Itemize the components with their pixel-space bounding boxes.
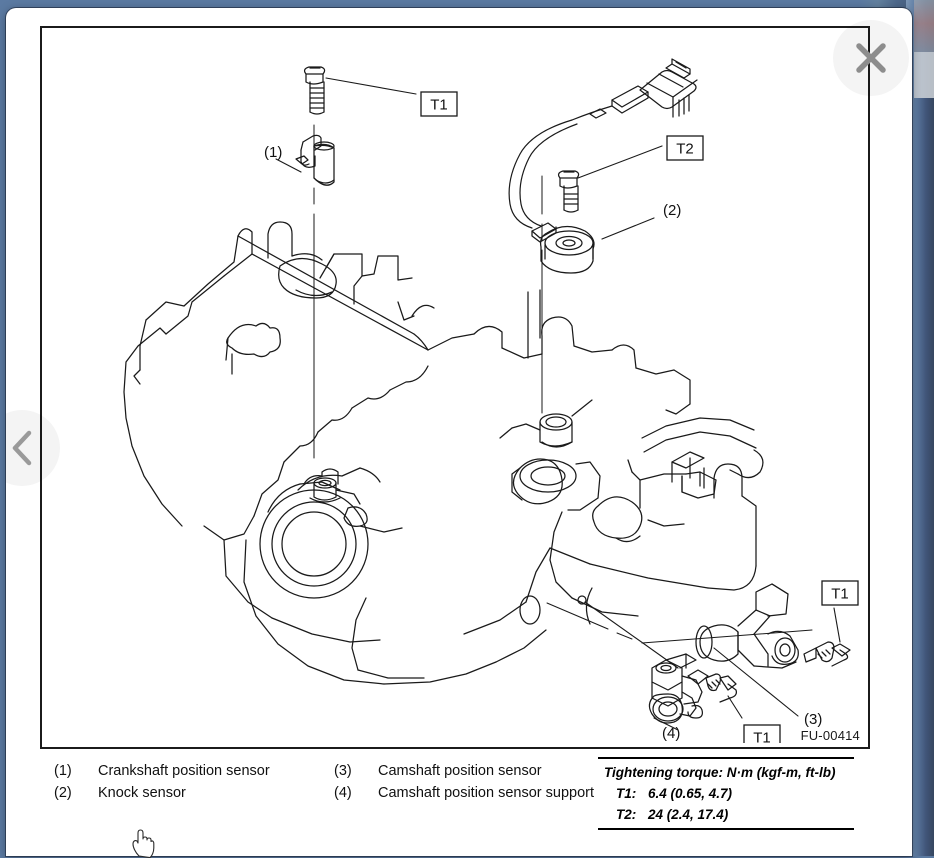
legend-column-right: (3) Camshaft position sensor (4) Camshaf…: [334, 760, 614, 804]
torque-key: T2:: [616, 807, 637, 822]
figure-legend: (1) Crankshaft position sensor (2) Knock…: [40, 757, 866, 830]
table-row: T1: 6.4 (0.65, 4.7): [598, 783, 854, 804]
legend-label: Camshaft position sensor: [378, 763, 542, 779]
legend-column-left: (1) Crankshaft position sensor (2) Knock…: [54, 760, 334, 804]
legend-number: (4): [334, 785, 352, 801]
torque-tag-t1-top: T1: [420, 91, 458, 117]
backdrop-page-edge: [914, 0, 934, 52]
figure-id-label: FU-00414: [800, 728, 860, 743]
table-row: T2: 24 (2.4, 17.4): [598, 804, 854, 825]
torque-tag-box: [821, 580, 859, 606]
torque-tag-box: [420, 91, 458, 117]
legend-number: (2): [54, 785, 72, 801]
torque-tag-label: T1: [430, 97, 448, 114]
callout-4: (4): [662, 725, 680, 742]
tightening-torque-table: Tightening torque: N·m (kgf-m, ft-lb) T1…: [598, 757, 854, 830]
list-item: (2) Knock sensor: [54, 782, 334, 804]
list-item: (3) Camshaft position sensor: [334, 760, 614, 782]
close-button[interactable]: [833, 20, 909, 96]
torque-key: T1:: [616, 786, 637, 801]
torque-table-title: Tightening torque: N·m (kgf-m, ft-lb): [604, 765, 836, 780]
callout-3: (3): [804, 711, 822, 728]
torque-tag-t2: T2: [666, 135, 704, 161]
torque-value: 6.4 (0.65, 4.7): [648, 786, 733, 801]
legend-number: (3): [334, 763, 352, 779]
torque-tag-label: T1: [753, 730, 771, 744]
torque-tag-t1-right: T1: [821, 580, 859, 606]
callout-2: (2): [663, 202, 681, 219]
legend-label: Knock sensor: [98, 785, 186, 801]
backdrop-page-edge-lower: [914, 52, 934, 98]
torque-tag-label: T2: [676, 141, 694, 158]
legend-label: Camshaft position sensor support: [378, 785, 594, 801]
torque-tag-box: [743, 724, 781, 743]
chevron-left-icon: [12, 430, 32, 466]
legend-number: (1): [54, 763, 72, 779]
torque-value: 24 (2.4, 17.4): [648, 807, 729, 822]
list-item: (1) Crankshaft position sensor: [54, 760, 334, 782]
callout-1: (1): [264, 144, 282, 161]
torque-tag-box: [666, 135, 704, 161]
torque-tag-t1-bottom: T1: [743, 724, 781, 744]
close-x-icon: [856, 43, 886, 73]
legend-label: Crankshaft position sensor: [98, 763, 270, 779]
list-item: (4) Camshaft position sensor support: [334, 782, 614, 804]
torque-tag-label: T1: [831, 586, 849, 603]
